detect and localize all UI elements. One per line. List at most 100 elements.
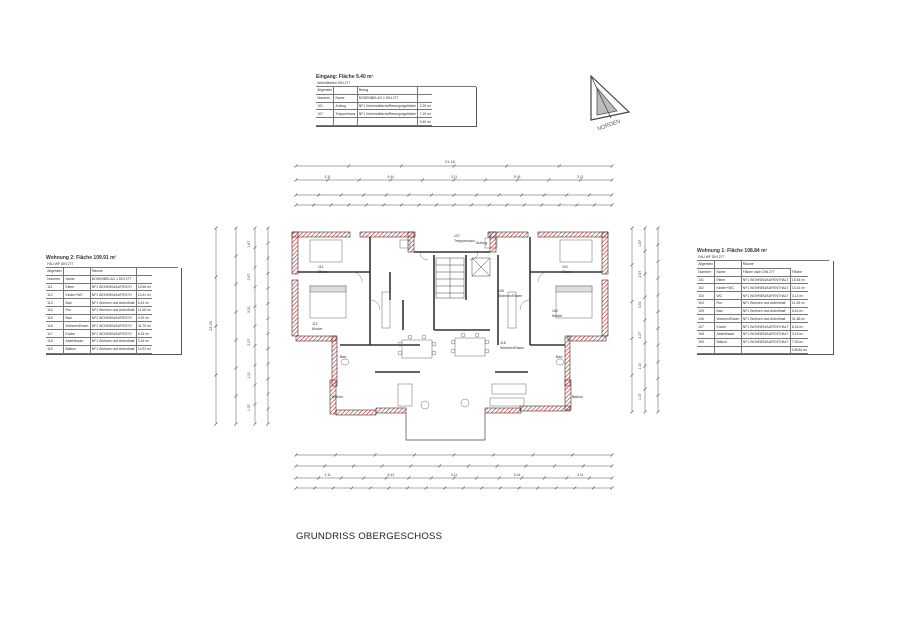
table-cell [333, 117, 357, 126]
table-cell: 31.70 m² [135, 321, 153, 331]
right-dimension-ticks: 1.872.873.502.271.201.37 [630, 226, 660, 414]
dimension-tick [497, 193, 501, 197]
dimension-tick [565, 476, 569, 480]
table-cell: 119 [46, 345, 64, 354]
table-cell: 13.41 m² [135, 290, 153, 300]
dimension-tick [656, 309, 660, 314]
dimension-tick [643, 272, 647, 276]
table-cell: 8.34 m² [135, 329, 153, 339]
dimension-tick [253, 285, 257, 289]
dimension-tick [253, 383, 257, 387]
dimension-label: 1.87 [638, 240, 642, 247]
table-cell: NF1 Wohnen und Aufenthalt [89, 306, 136, 315]
dimension-tick [389, 178, 393, 182]
dimension-tick [587, 193, 592, 197]
dimension-tick [266, 316, 270, 321]
table-cell: Flur [714, 299, 742, 308]
room-label: 102 [552, 309, 558, 313]
dimension-tick [452, 476, 456, 480]
dimension-tick [312, 486, 317, 490]
table-cell [356, 117, 418, 126]
dimension-tick [266, 331, 270, 336]
room-label: Kinder [312, 327, 323, 331]
table-cell: Bezug [356, 87, 418, 95]
dimension-tick [452, 178, 456, 182]
left-dimension-lines [215, 228, 269, 424]
table-cell: Wohnen/Essen [63, 321, 91, 331]
dimension-tick [407, 476, 411, 480]
dimension-tick [424, 486, 428, 490]
room-label: Bad [556, 355, 562, 359]
table-cell: Eltern [714, 276, 742, 285]
dimension-tick [357, 178, 361, 182]
dimension-tick [234, 310, 238, 314]
dimension-tick [266, 346, 270, 351]
apartment-2-table-title: Wohnung 2: Fläche 109.91 m² [46, 255, 117, 261]
dimension-tick [474, 476, 479, 480]
table-cell [135, 275, 153, 284]
dimension-tick [643, 226, 647, 230]
table-cell: 3.15 m² [135, 337, 153, 346]
table-cell: 113 [46, 298, 64, 307]
dimension-tick [412, 453, 417, 457]
dimension-tick [384, 476, 388, 480]
room-label: Wohnen/Essen [498, 294, 522, 298]
table-cell: 116 [46, 321, 64, 331]
table-cell: 11.49 m² [789, 299, 809, 308]
table-cell: 108.84 m² [789, 346, 809, 355]
table-cell: 107 [316, 109, 334, 119]
room-label: Balkon [332, 395, 343, 399]
table-cell: NF1 Wohnen und Aufenthalt [89, 298, 136, 307]
dimension-label: 3.11 [451, 175, 457, 179]
table-cell: Küche [63, 329, 91, 339]
dimension-tick [610, 453, 614, 457]
table-cell: 106 [697, 314, 715, 324]
dimension-tick [504, 203, 509, 207]
dimension-tick [565, 193, 569, 197]
table-cell [697, 346, 715, 355]
dimension-tick [253, 363, 257, 367]
table-cell: Räume [740, 261, 791, 269]
dimension-tick [234, 282, 238, 286]
dimension-tick [656, 259, 660, 264]
apartment-2-table-subtitle: FAU WF DIN 277 [46, 261, 179, 268]
table-cell: 11.48 m² [135, 306, 153, 315]
table-cell [714, 261, 742, 269]
dimension-tick [294, 178, 298, 182]
dimension-tick [643, 318, 647, 322]
dimension-tick [498, 486, 503, 490]
table-cell [417, 94, 433, 103]
table-cell: Abstellraum [63, 337, 91, 346]
dimension-tick [266, 286, 270, 291]
table-cell: NF1 Wohnen und Aufenthalt [740, 307, 791, 316]
table-cell: 101 [697, 276, 715, 285]
table-cell: NF1 Verkehrsfläche/Bewegungsfläche [356, 102, 418, 111]
dimension-tick [524, 464, 528, 468]
dimension-tick [214, 324, 218, 328]
dimension-tick [234, 254, 238, 258]
table-cell: NF1 WOHNEN/AUFENTH [89, 321, 136, 331]
dimension-tick [656, 243, 660, 247]
dimension-tick [387, 486, 391, 490]
table-cell: 31.68 m² [789, 314, 809, 324]
dimension-label: 2.87 [247, 274, 251, 281]
table-cell: Bad [63, 314, 91, 323]
dimension-tick [253, 226, 257, 230]
dimension-tick [495, 464, 499, 468]
table-cell: NF1 Wohnen und Aufenthalt [740, 299, 791, 308]
dimension-tick [643, 341, 647, 345]
dimension-tick [294, 464, 298, 468]
dimension-tick [214, 373, 218, 377]
dimension-tick [234, 338, 238, 342]
dimension-tick [333, 453, 338, 457]
table-cell: 2.25 m² [417, 102, 433, 111]
dimension-tick [323, 464, 327, 468]
table-cell: 115 [46, 314, 64, 323]
dimension-tick [253, 422, 257, 426]
